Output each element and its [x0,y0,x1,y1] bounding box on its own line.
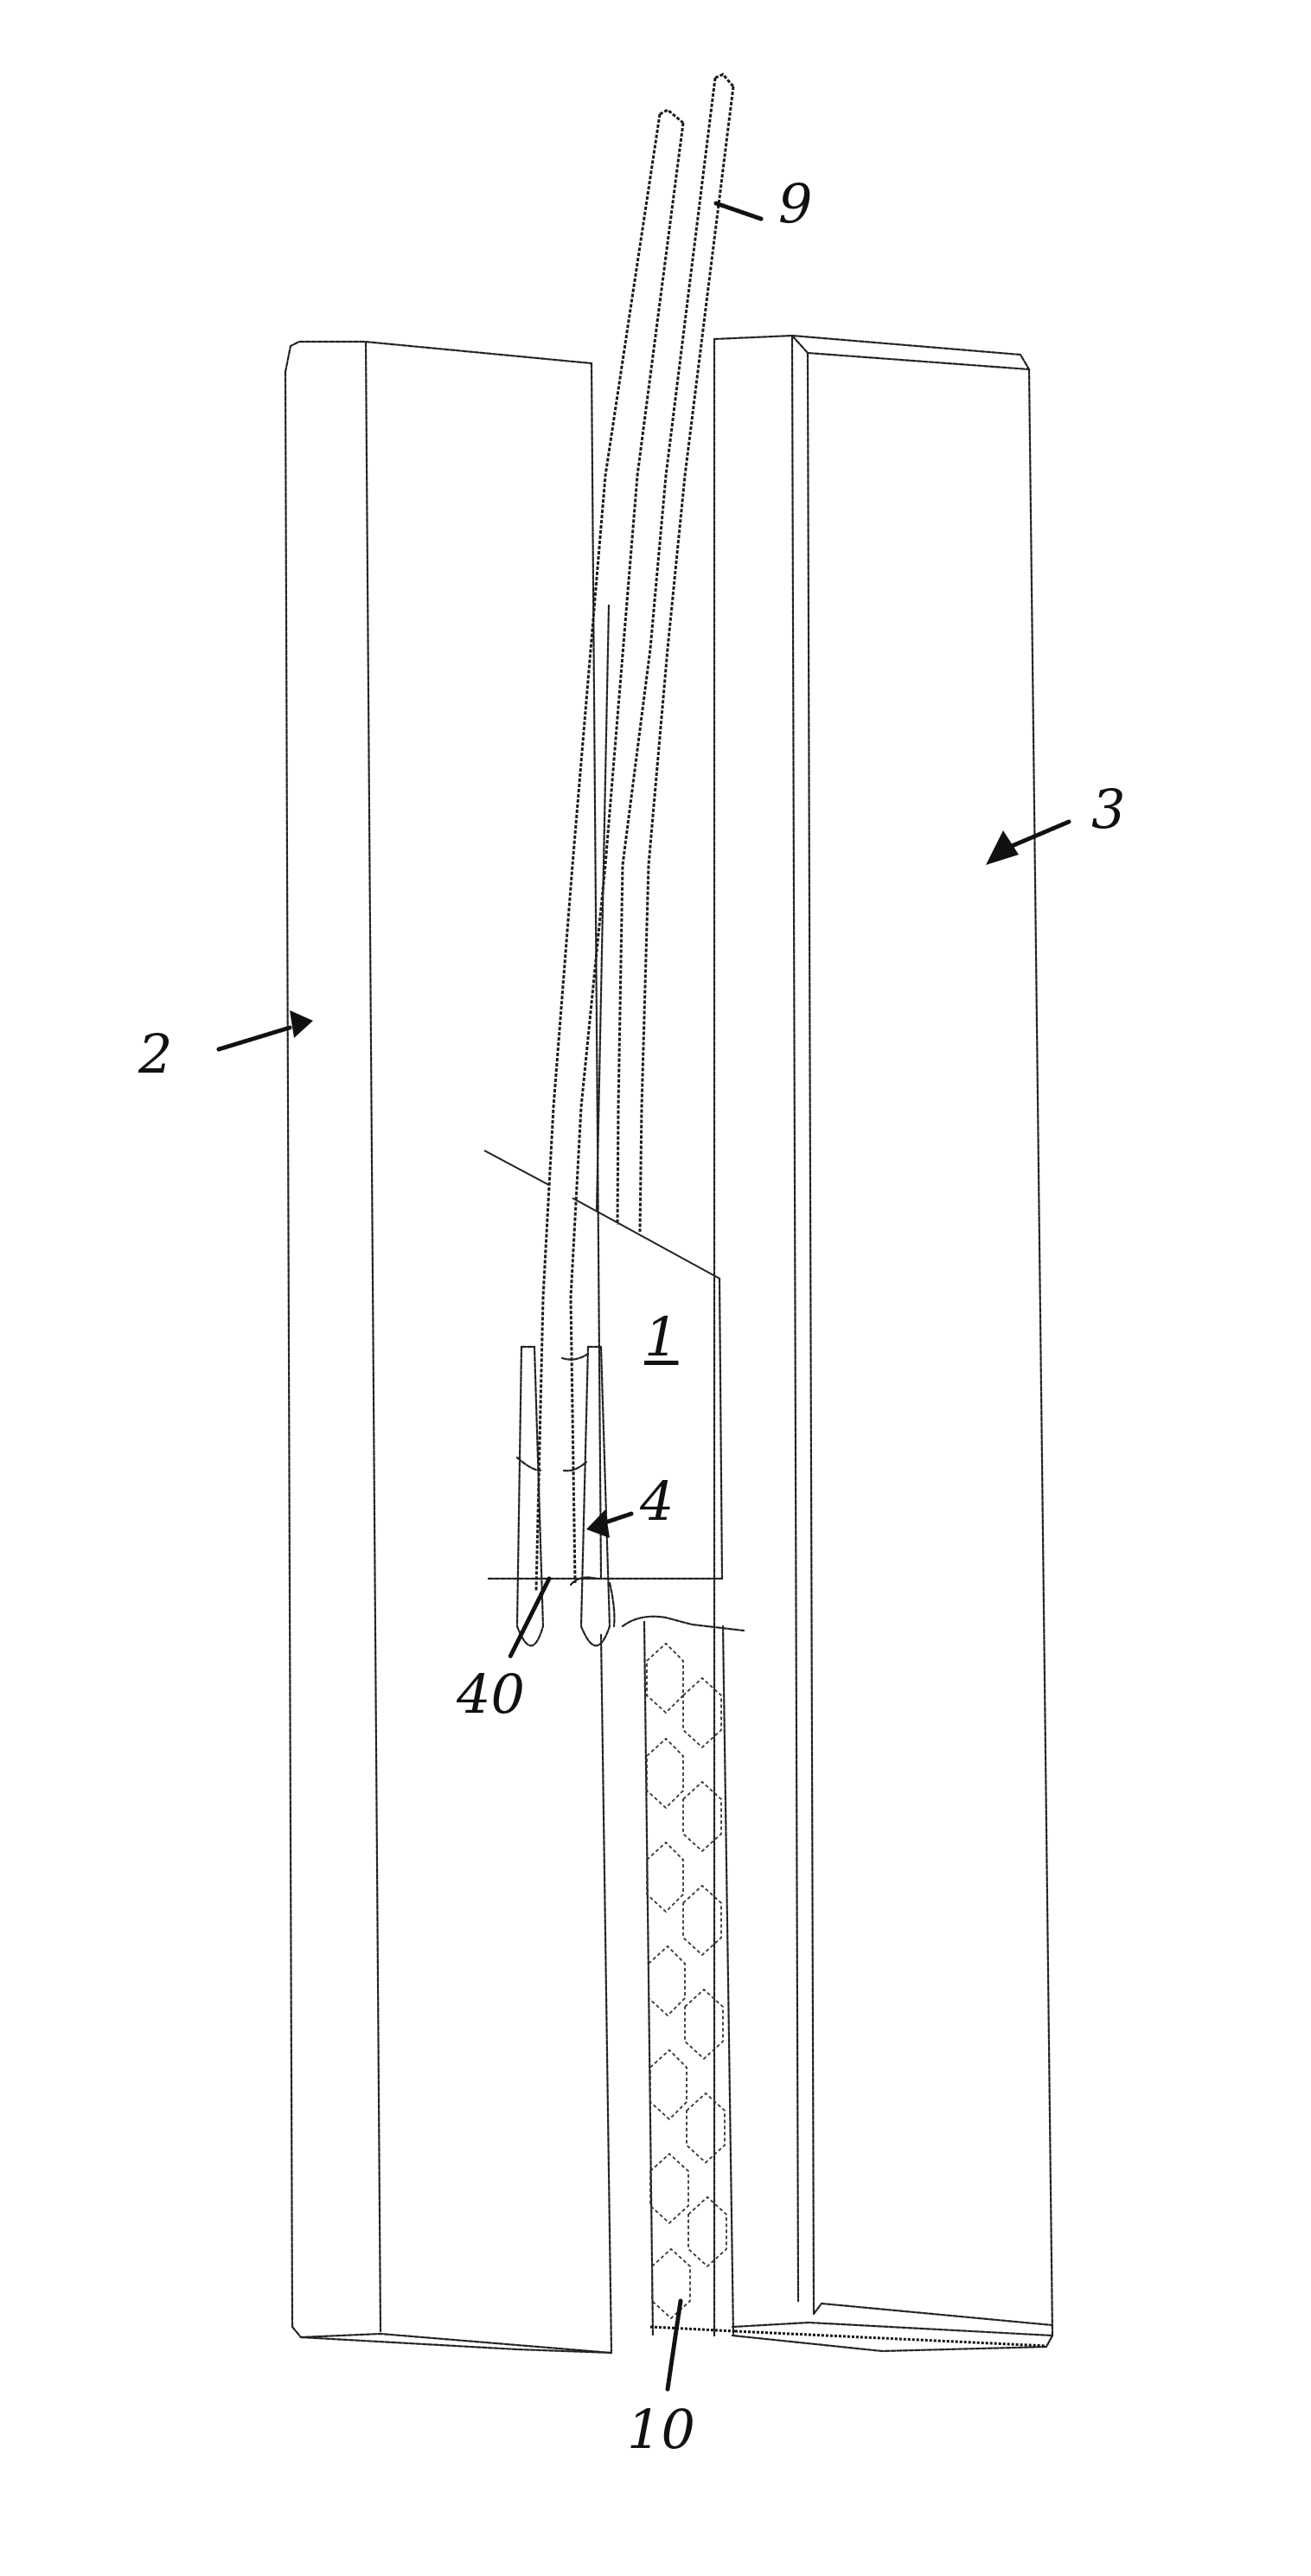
left-panel [284,340,613,2355]
arrow-2 [216,1025,292,1052]
leader-9 [713,201,764,221]
label-block-1: 1 [644,1305,679,1368]
sleeve [515,1345,616,1647]
honeycomb-core [621,1615,1047,2348]
leader-lines [216,201,1071,2392]
right-panel [713,334,1054,2353]
label-sleeve-end-40: 40 [457,1663,525,1726]
rods [534,73,735,1592]
label-honeycomb-10: 10 [627,2398,695,2461]
label-left-panel-2: 2 [138,1022,173,1086]
leader-40 [508,1576,552,1659]
arrowhead-3-icon [986,830,1019,865]
leader-10 [665,2298,683,2392]
block [483,1150,724,1580]
label-rods-9: 9 [778,172,813,235]
arrow-3 [1009,819,1071,849]
label-right-panel-3: 3 [1091,778,1126,841]
arrow-4 [603,1511,634,1525]
arrowhead-2-icon [290,1010,313,1038]
arrowhead-4-icon [586,1509,610,1538]
label-sleeve-4: 4 [640,1470,675,1533]
